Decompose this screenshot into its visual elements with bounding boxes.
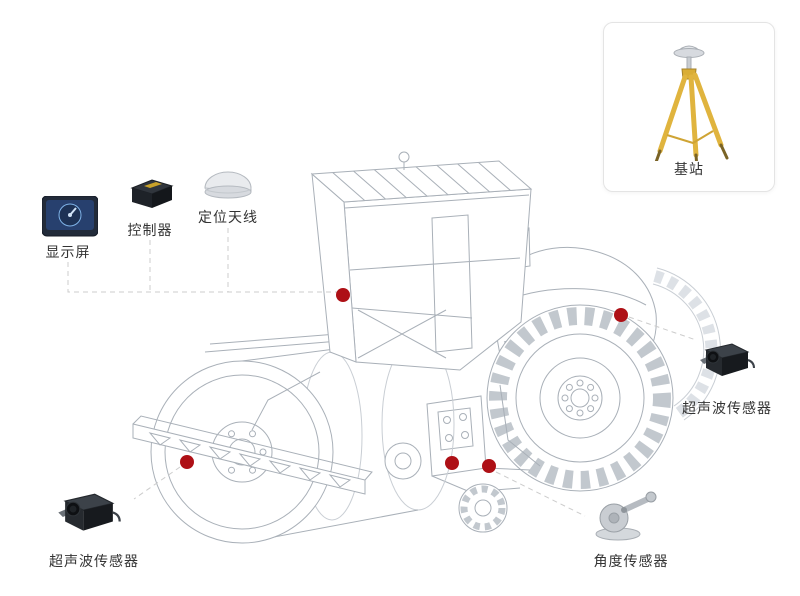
connector-ultrasonic-left bbox=[133, 466, 181, 500]
tripod-leg-tips bbox=[654, 143, 729, 161]
marker-dot-cab bbox=[336, 288, 350, 302]
marker-dot-frame-right bbox=[482, 459, 496, 473]
connector-ultrasonic-right bbox=[628, 316, 697, 341]
controller-device-image bbox=[130, 179, 174, 208]
drum-yoke bbox=[251, 371, 321, 431]
ultrasonic-sensor-left-image bbox=[58, 493, 121, 531]
drum-scraper-rail bbox=[132, 415, 373, 495]
ultrasonic-sensor-right-image bbox=[700, 343, 755, 376]
base-station-label: 基站 bbox=[674, 161, 704, 177]
cab-roof-slats bbox=[332, 162, 511, 201]
connector-angle bbox=[495, 471, 586, 517]
antenna-label: 定位天线 bbox=[198, 209, 258, 225]
angle-sensor-image bbox=[595, 491, 657, 541]
gnss-antenna-device-image bbox=[204, 171, 252, 199]
display-device-image bbox=[42, 196, 98, 237]
chassis-frame bbox=[426, 384, 541, 533]
rear-wheel bbox=[486, 304, 674, 492]
marker-dots bbox=[180, 288, 628, 473]
wheel-hub-bolts bbox=[561, 379, 599, 417]
connector-lines bbox=[67, 228, 697, 517]
cab bbox=[310, 151, 533, 371]
angle-sensor-label: 角度传感器 bbox=[593, 553, 669, 569]
controller-label: 控制器 bbox=[127, 222, 173, 238]
display-label: 显示屏 bbox=[45, 244, 91, 260]
rear-wheel-far bbox=[652, 267, 721, 421]
base-station-card: 基站 bbox=[603, 22, 775, 192]
roof-beacon-icon bbox=[398, 151, 410, 163]
marker-dot-drum bbox=[180, 455, 194, 469]
ultrasonic-left-label: 超声波传感器 bbox=[49, 553, 139, 569]
marker-dot-hood bbox=[614, 308, 628, 322]
base-station-tripod-image bbox=[654, 45, 729, 161]
ultrasonic-right-label: 超声波传感器 bbox=[682, 400, 772, 416]
marker-dot-frame-left bbox=[445, 456, 459, 470]
connector-display-group bbox=[67, 262, 338, 293]
